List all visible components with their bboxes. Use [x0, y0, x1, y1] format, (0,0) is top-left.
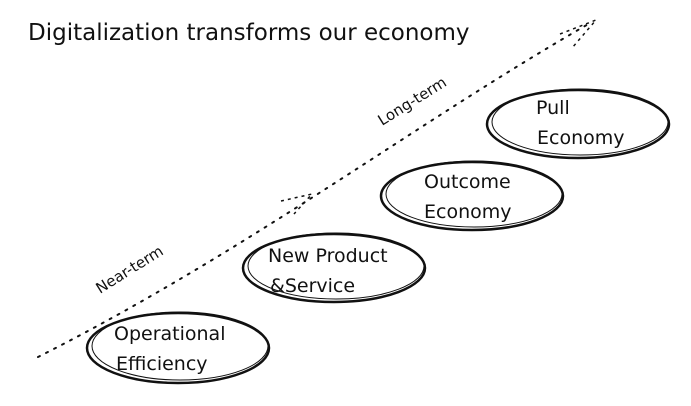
diagram-title: Digitalization transforms our economy	[28, 20, 470, 46]
stage-ellipse	[485, 88, 671, 160]
timeline-arrowhead-mid	[280, 192, 315, 215]
stage-label-line1: Operational	[114, 323, 225, 345]
stage-operational-efficiency: Operational Efficiency	[85, 311, 271, 385]
stage-label-line2: Economy	[537, 127, 625, 149]
timeline-arrow-line	[37, 21, 593, 358]
stage-label-line2: &Service	[270, 275, 355, 297]
stage-new-product-service: New Product &Service	[241, 232, 427, 304]
stage-pull-economy: Pull Economy	[485, 88, 671, 160]
stage-ellipse-sketch	[491, 88, 669, 156]
stage-label-line1: Outcome	[424, 171, 511, 193]
stage-label-line2: Efficiency	[116, 353, 208, 375]
stage-ellipse	[85, 311, 271, 385]
stage-label-line1: Pull	[536, 97, 570, 119]
stage-label-line2: Economy	[424, 201, 512, 223]
stage-ellipse	[379, 160, 565, 232]
stage-ellipse-sketch	[247, 232, 425, 300]
timeline-arrowhead-end	[559, 19, 597, 49]
near-term-label: Near-term	[93, 242, 167, 297]
stage-label-line1: New Product	[268, 245, 388, 267]
long-term-label: Long-term	[375, 73, 450, 129]
stage-ellipse-sketch	[91, 311, 269, 381]
stage-ellipse-sketch	[385, 160, 563, 228]
stage-ellipse	[241, 232, 427, 304]
stage-outcome-economy: Outcome Economy	[379, 160, 565, 232]
